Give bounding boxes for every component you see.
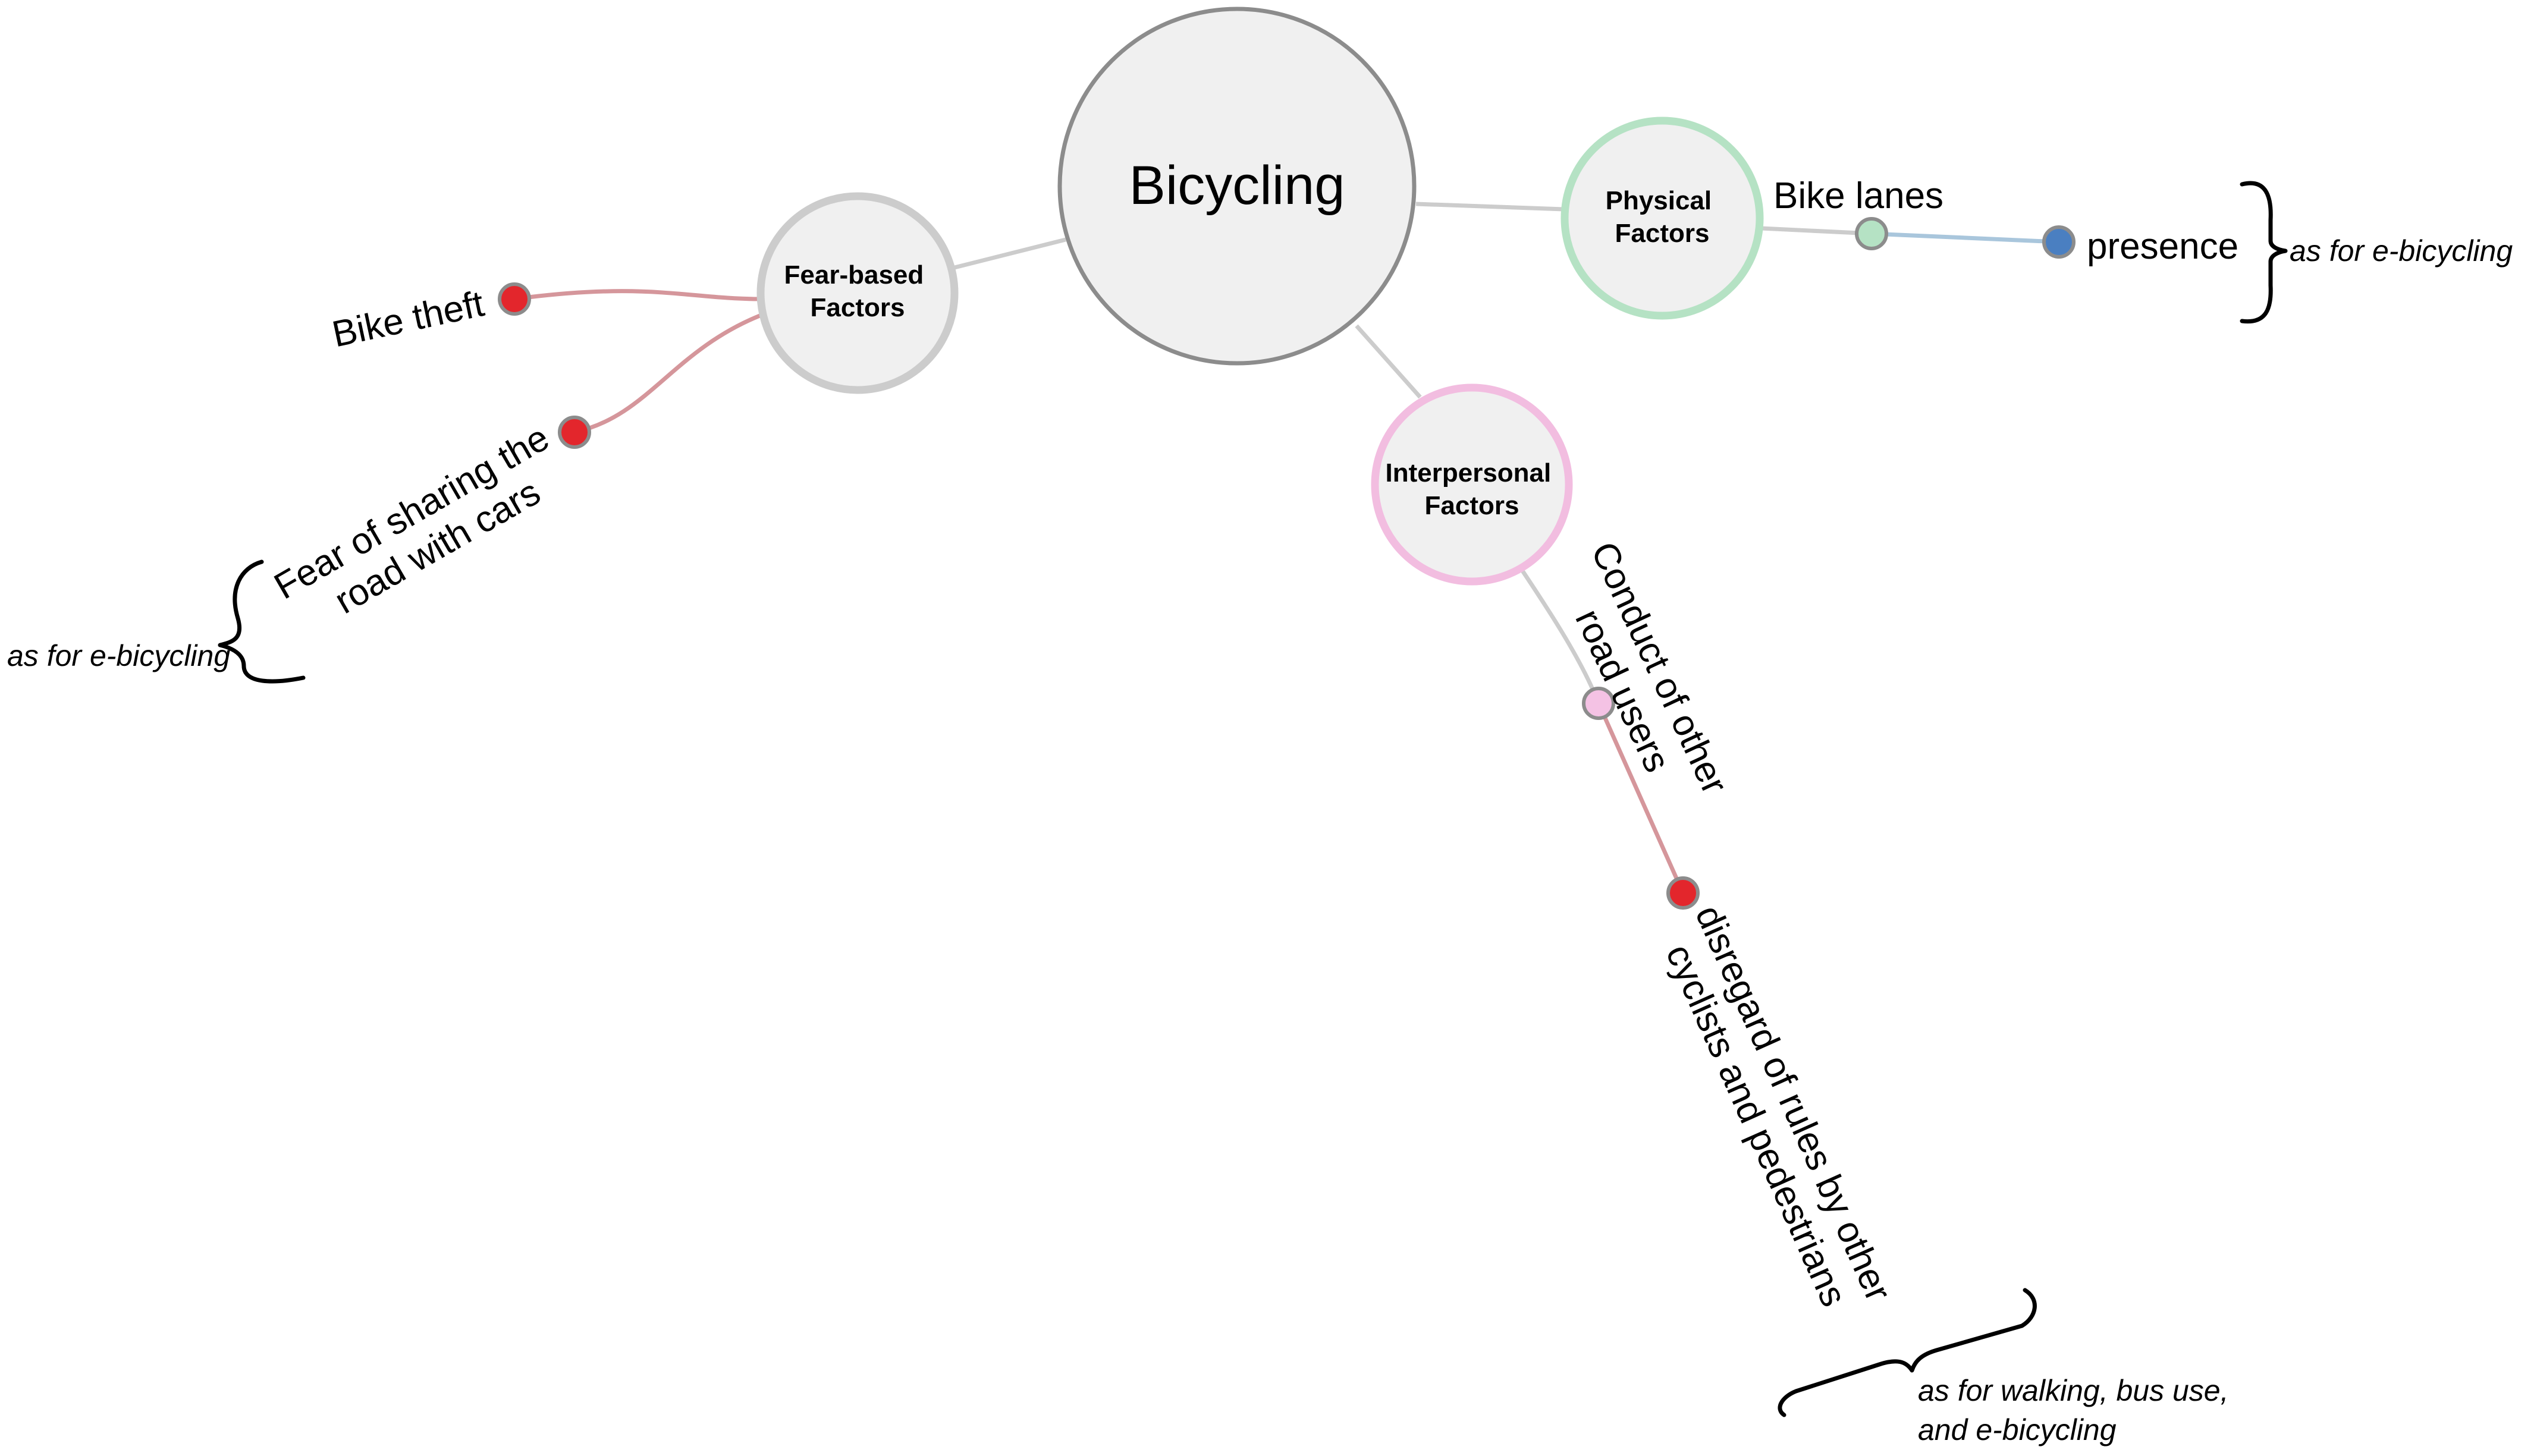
interpersonal-category-node: Interpersonal Factors bbox=[1371, 383, 1573, 586]
physical-label-line1: Physical bbox=[1606, 186, 1712, 215]
fear-based-category-node: Fear-based Factors bbox=[756, 192, 959, 394]
fear-based-category-circle bbox=[756, 192, 959, 394]
hub-node-circle bbox=[1057, 7, 1417, 366]
conduct-dot bbox=[1582, 687, 1615, 720]
bike-lanes-label: Bike lanes bbox=[1773, 175, 1943, 216]
interpersonal-label-line2: Factors bbox=[1425, 491, 1519, 520]
interpersonal-to-conduct-link bbox=[1521, 570, 1601, 705]
disregard-note-line1: as for walking, bus use, bbox=[1918, 1374, 2229, 1407]
fear-sharing-road-dot bbox=[558, 416, 591, 449]
disregard-note: as for walking, bus use, and e-bicycling bbox=[1918, 1374, 2237, 1446]
fear-sharing-road-brace bbox=[218, 559, 306, 684]
physical-category-label: Physical Factors bbox=[1606, 186, 1719, 248]
hub-to-physical-connector bbox=[1415, 202, 1565, 212]
interpersonal-category-circle bbox=[1371, 383, 1573, 586]
fear-based-category-label: Fear-based Factors bbox=[784, 260, 931, 322]
hub-to-interpersonal-connector bbox=[1355, 324, 1422, 399]
hub-to-fear-connector bbox=[954, 237, 1066, 270]
physical-label-line2: Factors bbox=[1615, 219, 1710, 248]
disregard-dot bbox=[1666, 876, 1700, 910]
fear-to-bike-theft-link bbox=[514, 289, 762, 301]
hub-node-label: Bicycling bbox=[1129, 155, 1345, 216]
fear-sharing-road-label: Fear of sharing the road with cars bbox=[268, 412, 586, 644]
conduct-label: Conduct of other road users bbox=[1544, 536, 1740, 828]
bike-theft-label: Bike theft bbox=[329, 283, 488, 355]
disregard-note-line2: and e-bicycling bbox=[1918, 1413, 2117, 1446]
interpersonal-label-line1: Interpersonal bbox=[1386, 458, 1552, 488]
fear-sharing-road-note: as for e-bicycling bbox=[7, 639, 230, 672]
physical-category-circle bbox=[1560, 117, 1764, 320]
disregard-brace bbox=[1778, 1288, 2037, 1417]
presence-dot bbox=[2042, 225, 2076, 259]
conduct-to-disregard-link bbox=[1596, 702, 1685, 894]
bike-lanes-to-presence-link bbox=[1871, 231, 2059, 244]
fear-based-label-line1: Fear-based bbox=[784, 260, 924, 290]
interpersonal-category-label: Interpersonal Factors bbox=[1386, 458, 1559, 520]
fear-based-label-line2: Factors bbox=[811, 293, 905, 322]
presence-brace bbox=[2240, 181, 2288, 324]
bike-lanes-dot bbox=[1855, 217, 1888, 250]
physical-category-node: Physical Factors bbox=[1560, 117, 1764, 320]
physical-to-bike-lanes-link bbox=[1761, 226, 1872, 236]
presence-note: as for e-bicycling bbox=[2290, 234, 2513, 268]
bike-theft-dot bbox=[498, 282, 531, 316]
presence-label: presence bbox=[2087, 226, 2238, 267]
disregard-label: disregard of rules by other cyclists and… bbox=[1648, 900, 1903, 1334]
fear-to-sharing-road-link bbox=[574, 313, 762, 435]
